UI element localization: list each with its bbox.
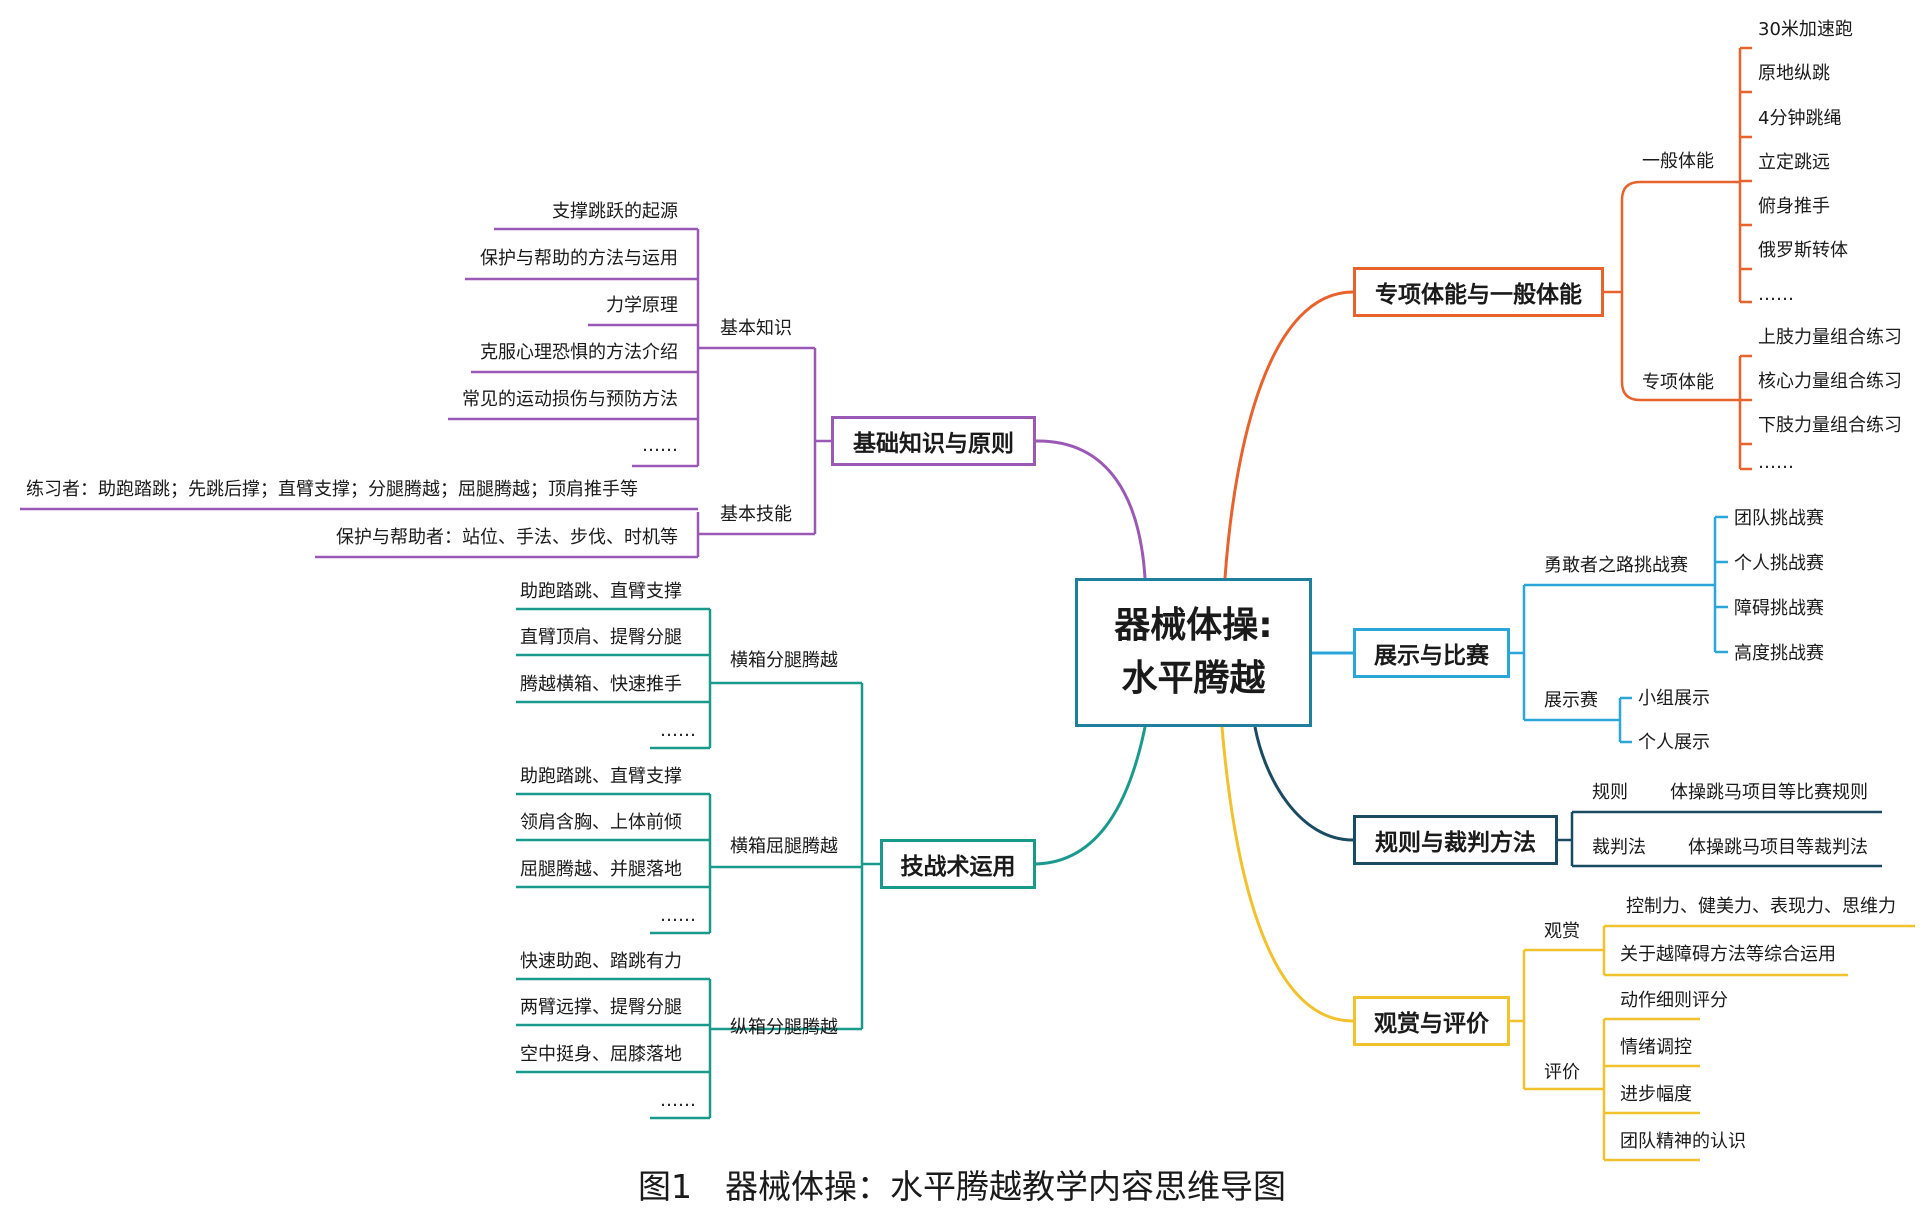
jichu-branch-lines xyxy=(20,227,831,559)
jizhanshu-item: 腾越横箱、快速推手 xyxy=(520,674,682,695)
jizhanshu-branch-lines xyxy=(516,607,880,1120)
tineng-yiban-item: …… xyxy=(1758,284,1794,305)
zhanshi-zhanshisai-item: 个人展示 xyxy=(1638,732,1710,753)
zhanshi-zhanshisai-item: 小组展示 xyxy=(1638,688,1710,709)
zhanshi-yonggan-item: 高度挑战赛 xyxy=(1734,643,1824,664)
guanshang-guan-label: 观赏 xyxy=(1544,921,1580,942)
jizhanshu-item: 空中挺身、屈膝落地 xyxy=(520,1044,682,1065)
branch-jichu-title: 基础知识与原则 xyxy=(853,431,1014,457)
guanshang-guan-item: 控制力、健美力、表现力、思维力 xyxy=(1626,896,1896,917)
jichu-jineng-label: 基本技能 xyxy=(720,504,792,525)
tineng-yiban-item: 4分钟跳绳 xyxy=(1758,108,1842,129)
jizhanshu-item: 屈腿腾越、并腿落地 xyxy=(520,859,682,880)
tineng-zhuanxiang-item: 上肢力量组合练习 xyxy=(1758,327,1902,348)
jizhanshu-group-label: 纵箱分腿腾越 xyxy=(730,1017,838,1038)
tineng-yiban-item: 立定跳远 xyxy=(1758,152,1830,173)
jichu-zhishi-item: 支撑跳跃的起源 xyxy=(552,201,678,222)
branch-jizhanshu: 技战术运用 xyxy=(880,839,1036,889)
branch-guanshang-title: 观赏与评价 xyxy=(1374,1011,1489,1037)
jichu-zhishi-item: 常见的运动损伤与预防方法 xyxy=(462,389,678,410)
branch-tineng-title: 专项体能与一般体能 xyxy=(1375,282,1582,308)
tineng-yiban-item: 原地纵跳 xyxy=(1758,63,1830,84)
branch-guanshang: 观赏与评价 xyxy=(1353,996,1510,1046)
connector-jizhanshu xyxy=(1035,726,1147,866)
branch-jizhanshu-title: 技战术运用 xyxy=(900,854,1016,880)
zhanshi-yonggan-item: 障碍挑战赛 xyxy=(1734,598,1824,619)
guanshang-ping-item: 团队精神的认识 xyxy=(1620,1131,1746,1152)
jizhanshu-group-label: 横箱分腿腾越 xyxy=(730,650,838,671)
tineng-yiban-label: 一般体能 xyxy=(1642,151,1714,172)
zhanshi-yonggan-item: 团队挑战赛 xyxy=(1734,508,1824,529)
branch-guize: 规则与裁判方法 xyxy=(1353,815,1558,865)
jizhanshu-item: …… xyxy=(660,720,696,741)
guize-branch-lines xyxy=(1558,810,1882,868)
tineng-zhuanxiang-item: …… xyxy=(1758,452,1794,473)
branch-zhanshi-title: 展示与比赛 xyxy=(1374,643,1489,669)
root-title-line2: 水平腾越 xyxy=(1121,657,1266,699)
connector-guize xyxy=(1253,726,1354,842)
connector-tineng xyxy=(1223,290,1354,579)
jizhanshu-item: 助跑踏跳、直臂支撑 xyxy=(520,766,682,787)
guanshang-ping-label: 评价 xyxy=(1544,1062,1580,1083)
tineng-branch-lines xyxy=(1604,46,1752,471)
guize-row-value: 体操跳马项目等比赛规则 xyxy=(1670,782,1868,803)
guize-row-label: 规则 xyxy=(1592,782,1628,803)
guanshang-ping-item: 动作细则评分 xyxy=(1620,990,1728,1011)
jichu-zhishi-item: 力学原理 xyxy=(606,295,678,316)
jizhanshu-item: 领肩含胸、上体前倾 xyxy=(520,812,682,833)
guize-row-value: 体操跳马项目等裁判法 xyxy=(1688,837,1868,858)
tineng-yiban-item: 30米加速跑 xyxy=(1758,19,1853,40)
tineng-yiban-item: 俯身推手 xyxy=(1758,196,1830,217)
guanshang-guan-item: 关于越障碍方法等综合运用 xyxy=(1620,944,1836,965)
zhanshi-zhanshisai-label: 展示赛 xyxy=(1544,690,1598,711)
jizhanshu-item: 直臂顶肩、提臀分腿 xyxy=(520,627,682,648)
guize-row-label: 裁判法 xyxy=(1592,837,1646,858)
root-node: 器械体操: 水平腾越 xyxy=(1075,578,1312,727)
branch-jichu: 基础知识与原则 xyxy=(831,416,1036,466)
zhanshi-yonggan-item: 个人挑战赛 xyxy=(1734,553,1824,574)
jichu-zhishi-item: 克服心理恐惧的方法介绍 xyxy=(480,342,678,363)
connector-jichu xyxy=(1035,439,1147,579)
jichu-zhishi-item: 保护与帮助的方法与运用 xyxy=(480,248,678,269)
branch-zhanshi: 展示与比赛 xyxy=(1353,628,1510,678)
jizhanshu-item: …… xyxy=(660,1090,696,1111)
branch-guize-title: 规则与裁判方法 xyxy=(1375,830,1536,856)
tineng-zhuanxiang-item: 下肢力量组合练习 xyxy=(1758,415,1902,436)
zhanshi-yonggan-label: 勇敢者之路挑战赛 xyxy=(1544,555,1688,576)
tineng-zhuanxiang-item: 核心力量组合练习 xyxy=(1758,371,1902,392)
jichu-jineng-item: 练习者：助跑踏跳；先跳后撑；直臂支撑；分腿腾越；屈腿腾越；顶肩推手等 xyxy=(26,479,638,500)
guanshang-ping-item: 情绪调控 xyxy=(1620,1037,1692,1058)
jichu-zhishi-item: …… xyxy=(642,435,678,456)
jizhanshu-item: 快速助跑、踏跳有力 xyxy=(520,951,682,972)
jizhanshu-item: 助跑踏跳、直臂支撑 xyxy=(520,581,682,602)
guanshang-branch-lines xyxy=(1510,924,1915,1162)
jizhanshu-item: …… xyxy=(660,905,696,926)
figure-caption: 图1 器械体操：水平腾越教学内容思维导图 xyxy=(638,1167,1286,1206)
root-title-line1: 器械体操: xyxy=(1114,605,1273,647)
branch-tineng: 专项体能与一般体能 xyxy=(1353,267,1604,317)
guanshang-ping-item: 进步幅度 xyxy=(1620,1084,1692,1105)
tineng-zhuanxiang-label: 专项体能 xyxy=(1642,372,1714,393)
jizhanshu-item: 两臂远撑、提臀分腿 xyxy=(520,997,682,1018)
jichu-jineng-item: 保护与帮助者：站位、手法、步伐、时机等 xyxy=(336,527,678,548)
connector-guanshang xyxy=(1220,726,1354,1023)
tineng-yiban-item: 俄罗斯转体 xyxy=(1758,240,1848,261)
zhanshi-branch-lines xyxy=(1510,515,1728,744)
jichu-zhishi-label: 基本知识 xyxy=(720,318,792,339)
jizhanshu-group-label: 横箱屈腿腾越 xyxy=(730,836,838,857)
